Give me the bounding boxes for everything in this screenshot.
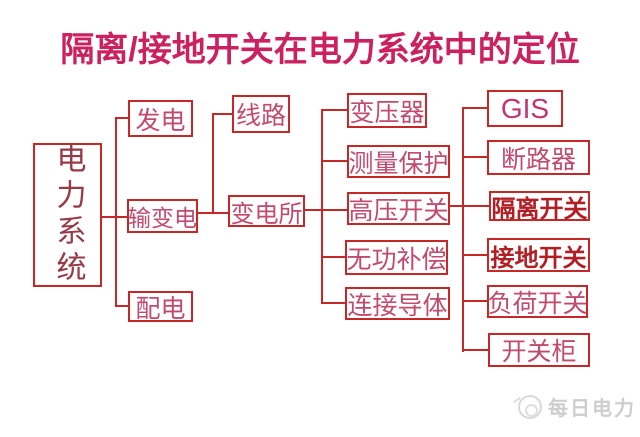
node-reactive-compensation: 无功补偿 — [345, 240, 448, 275]
node-generation: 发电 — [128, 100, 193, 137]
node-substation: 变电所 — [228, 195, 305, 228]
node-gis: GIS — [487, 90, 563, 127]
connector-line — [115, 117, 117, 307]
connector-line — [462, 107, 487, 109]
connector-line — [462, 156, 487, 158]
node-measurement-protection: 测量保护 — [347, 145, 450, 178]
connector-line — [321, 302, 345, 304]
daily-power-logo-icon — [518, 394, 542, 419]
connector-line — [212, 113, 214, 214]
connector-line — [462, 349, 488, 351]
watermark: 每日电力 — [518, 392, 636, 421]
node-transmission: 输变电 — [127, 199, 198, 233]
node-isolating-switch: 隔离开关 — [489, 191, 590, 223]
connector-line — [321, 160, 347, 162]
connector-line — [462, 107, 464, 352]
node-distribution: 配电 — [128, 291, 193, 323]
connector-line — [462, 254, 487, 256]
node-power-system: 电力系统 — [33, 143, 102, 287]
connector-line — [321, 109, 323, 304]
node-circuit-breaker: 断路器 — [487, 140, 590, 175]
node-connecting-conductor: 连接导体 — [345, 287, 450, 320]
node-switchgear-cabinet: 开关柜 — [488, 333, 590, 367]
node-lines: 线路 — [232, 95, 290, 133]
connector-line — [321, 256, 345, 258]
node-load-switch: 负荷开关 — [487, 285, 588, 318]
watermark-text: 每日电力 — [548, 398, 636, 420]
connector-line — [212, 113, 232, 115]
connector-line — [450, 205, 489, 207]
connector-line — [462, 300, 487, 302]
connector-line — [321, 109, 347, 111]
connector-line — [115, 305, 129, 307]
node-earthing-switch: 接地开关 — [487, 238, 590, 272]
diagram-title: 隔离/接地开关在电力系统中的定位 — [60, 31, 580, 69]
node-transformer: 变压器 — [347, 93, 427, 128]
connector-line — [115, 117, 129, 119]
connector-line — [305, 209, 347, 211]
node-hv-switch: 高压开关 — [347, 192, 450, 225]
